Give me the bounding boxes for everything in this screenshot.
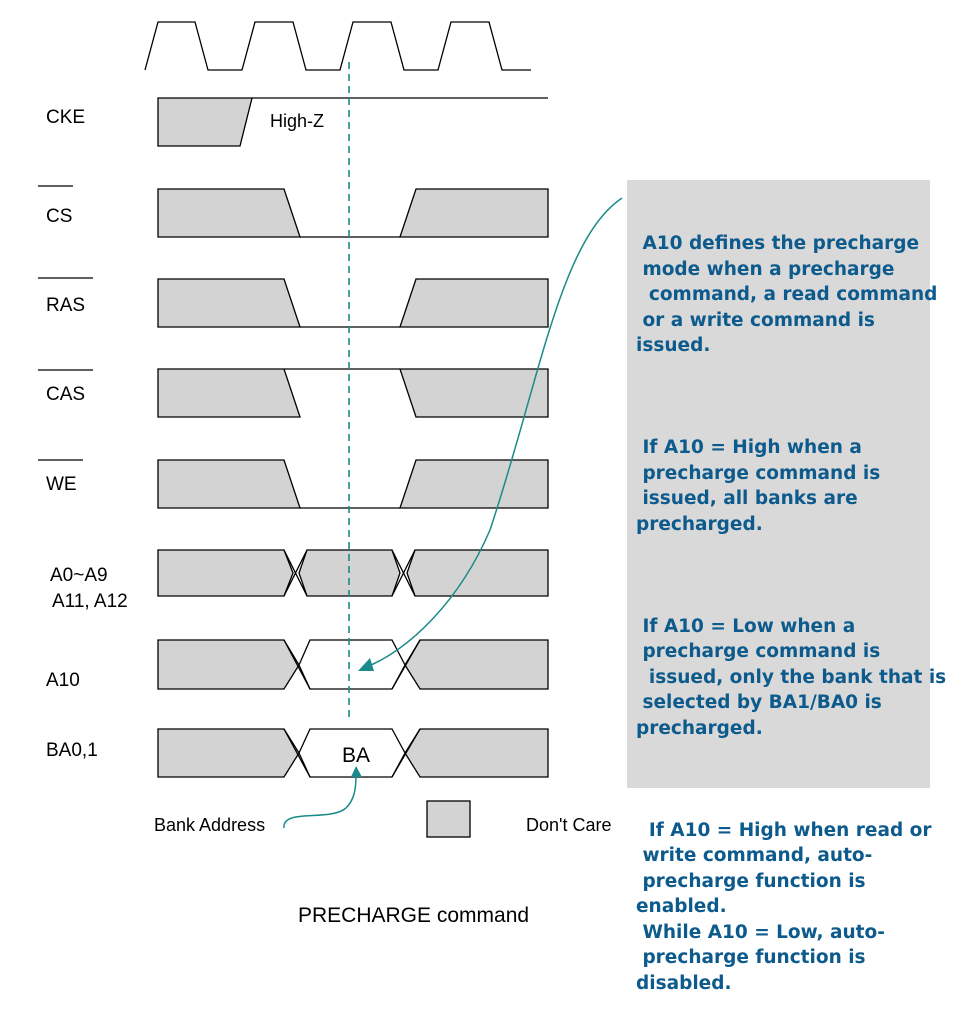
note-paragraph-1: A10 defines the precharge mode when a pr… xyxy=(636,233,938,356)
a0-a9-label: A0~A9 xyxy=(50,565,108,586)
note-paragraph-3: If A10 = Low when a precharge command is… xyxy=(636,615,947,739)
addr-cross-left-b xyxy=(283,549,308,597)
note-paragraph-4: If A10 = High when read or write command… xyxy=(636,819,932,994)
cas-label: CAS xyxy=(46,384,85,405)
dont-care-legend-swatch xyxy=(426,800,471,838)
ba-label: BA0,1 xyxy=(46,740,98,761)
timing-diagram: CKE High-Z CS RAS CAS WE A0~A9 A11, A12 … xyxy=(38,21,623,838)
a10-label: A10 xyxy=(46,670,80,691)
a10-dont-care-right xyxy=(404,639,549,690)
note-arrow-head xyxy=(358,658,374,671)
clock-waveform xyxy=(144,21,531,71)
bank-address-arrow-head xyxy=(351,766,362,777)
addr-cross-right-b xyxy=(391,549,416,597)
ras-dont-care-right xyxy=(399,278,549,328)
cke-dont-care xyxy=(157,97,253,147)
a10-cross-left xyxy=(283,639,311,690)
bank-address-arrow-curve xyxy=(283,774,357,829)
a11-a12-label: A11, A12 xyxy=(52,591,128,612)
ba-cross-right xyxy=(391,728,421,778)
dont-care-legend-label: Don't Care xyxy=(526,815,611,835)
bank-address-label: Bank Address xyxy=(154,815,265,835)
we-label: WE xyxy=(46,474,77,495)
a10-cross-right xyxy=(391,639,421,690)
a10-valid-window xyxy=(298,639,406,690)
cas-dont-care-left xyxy=(157,368,301,418)
ba-cross-left xyxy=(283,728,311,778)
ba-dont-care-right xyxy=(404,728,549,778)
high-z-label: High-Z xyxy=(270,111,324,131)
diagram-caption: PRECHARGE command xyxy=(298,904,530,927)
addr-dont-care-right xyxy=(406,549,549,597)
addr-dont-care-left xyxy=(157,549,294,597)
ras-label: RAS xyxy=(46,295,85,316)
a10-dont-care-left xyxy=(157,639,300,690)
cs-label: CS xyxy=(46,206,72,227)
note-paragraph-2: If A10 = High when a precharge command i… xyxy=(636,437,881,535)
we-dont-care-right xyxy=(399,459,549,509)
note-text: A10 defines the precharge mode when a pr… xyxy=(636,180,966,1022)
note-arrow-curve xyxy=(363,197,623,669)
ras-dont-care-left xyxy=(157,278,301,328)
cke-label: CKE xyxy=(46,107,85,128)
cs-dont-care-right xyxy=(399,188,549,238)
cas-dont-care-right xyxy=(399,368,549,418)
note-box xyxy=(627,180,930,788)
cs-dont-care-left xyxy=(157,188,301,238)
ba-value-label: BA xyxy=(342,744,370,767)
we-dont-care-left xyxy=(157,459,301,509)
timing-diagram-stage: CKE High-Z CS RAS CAS WE A0~A9 A11, A12 … xyxy=(38,21,946,994)
ba-dont-care-left xyxy=(157,728,300,778)
